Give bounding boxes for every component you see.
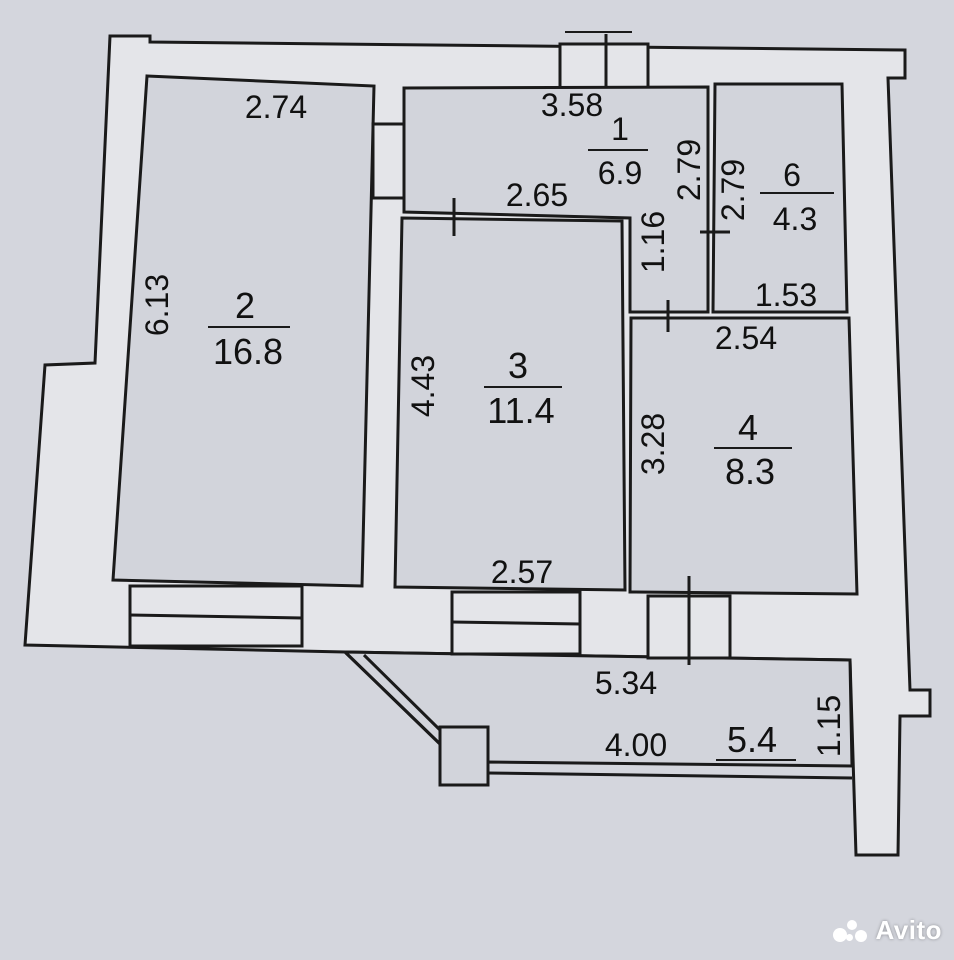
- dim-room3-left: 4.43: [405, 355, 441, 417]
- room-3: [393, 216, 627, 592]
- entry-opening: [558, 42, 650, 90]
- dim-room3-bottom: 2.57: [491, 554, 553, 590]
- dim-room4-left: 3.28: [635, 413, 671, 475]
- balcony-diagonal-a: [343, 650, 442, 746]
- dim-balcony-top: 5.34: [595, 665, 657, 701]
- dim-balcony-bottom: 4.00: [605, 727, 667, 763]
- window-room2-line: [129, 613, 303, 620]
- wall-gap-room2: [371, 122, 406, 200]
- dim-room2-left: 6.13: [139, 274, 175, 336]
- balcony-diagonal-b: [362, 653, 442, 732]
- room-6-label: 6 4.3: [760, 157, 834, 237]
- dim-room6-left: 2.79: [715, 159, 751, 221]
- room-3-number: 3: [508, 345, 528, 386]
- room-2: [111, 74, 376, 588]
- dim-room2-top: 2.74: [245, 89, 307, 125]
- dim-room1-right: 2.79: [671, 139, 707, 201]
- dim-room1-nook: 1.16: [635, 211, 671, 273]
- room-6-area: 4.3: [773, 201, 817, 237]
- room-1-label: 1 6.9: [588, 111, 648, 191]
- dim-room1-top: 3.58: [541, 87, 603, 123]
- room-4-area: 8.3: [725, 451, 775, 492]
- room-3-label: 3 11.4: [484, 345, 562, 431]
- dim-room6-bottom: 1.53: [755, 277, 817, 313]
- room-2-area: 16.8: [213, 331, 283, 372]
- room-1-number: 1: [611, 111, 629, 147]
- dim-balcony-right: 1.15: [811, 695, 847, 757]
- dim-room1-bottom: 2.65: [506, 177, 568, 213]
- room-3-area: 11.4: [487, 390, 554, 431]
- room-2-number: 2: [235, 285, 255, 326]
- balcony-label: 5.4: [716, 719, 796, 761]
- dim-room4-top: 2.54: [715, 320, 777, 356]
- window-room3-line: [451, 620, 581, 626]
- balcony-area: 5.4: [727, 719, 777, 760]
- room-1: [402, 85, 710, 314]
- room-6-number: 6: [783, 157, 801, 193]
- avito-wordmark: Avito: [875, 915, 942, 945]
- avito-logo-icon: [833, 918, 869, 944]
- avito-watermark: Avito: [833, 915, 942, 946]
- balcony-column: [438, 725, 490, 787]
- room-2-label: 2 16.8: [208, 285, 290, 372]
- balcony-rail: [487, 771, 853, 780]
- room-4: [628, 316, 859, 596]
- room-4-number: 4: [738, 407, 758, 448]
- room-6: [711, 82, 849, 314]
- room-4-label: 4 8.3: [714, 407, 792, 492]
- room-1-area: 6.9: [598, 155, 642, 191]
